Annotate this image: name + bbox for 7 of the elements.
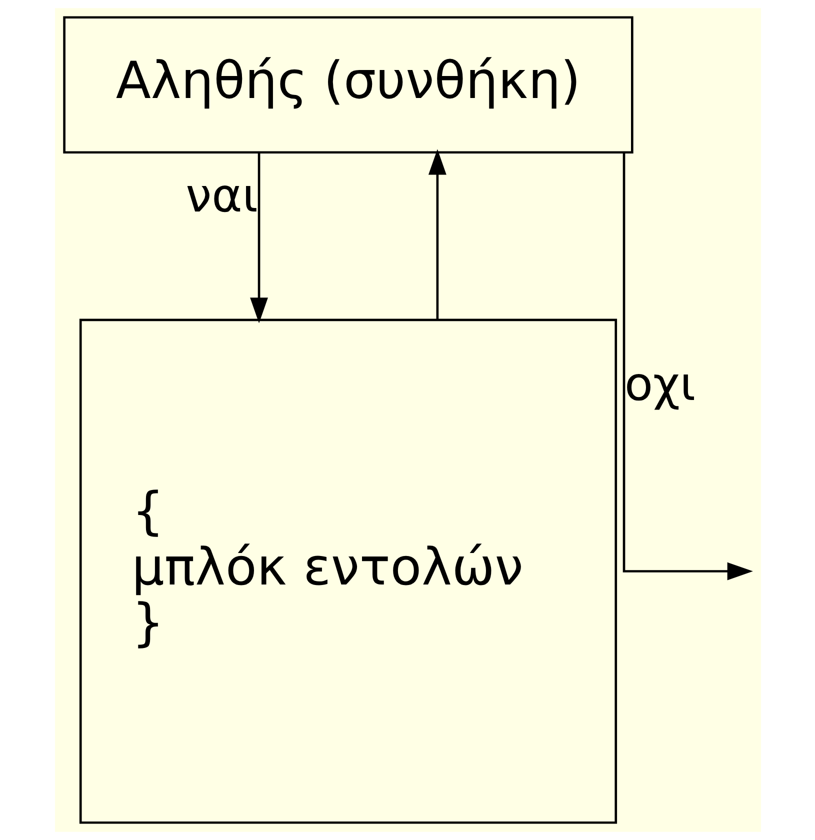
node-box: { μπλόκ εντολών } [78, 318, 617, 824]
arrow [428, 149, 446, 320]
arrow [250, 152, 268, 324]
node-box: Αληθής (συνθήκη) [62, 16, 633, 154]
edge-label: ναι [185, 168, 258, 223]
arrow [622, 152, 752, 580]
edge-label: οχι [624, 357, 696, 412]
